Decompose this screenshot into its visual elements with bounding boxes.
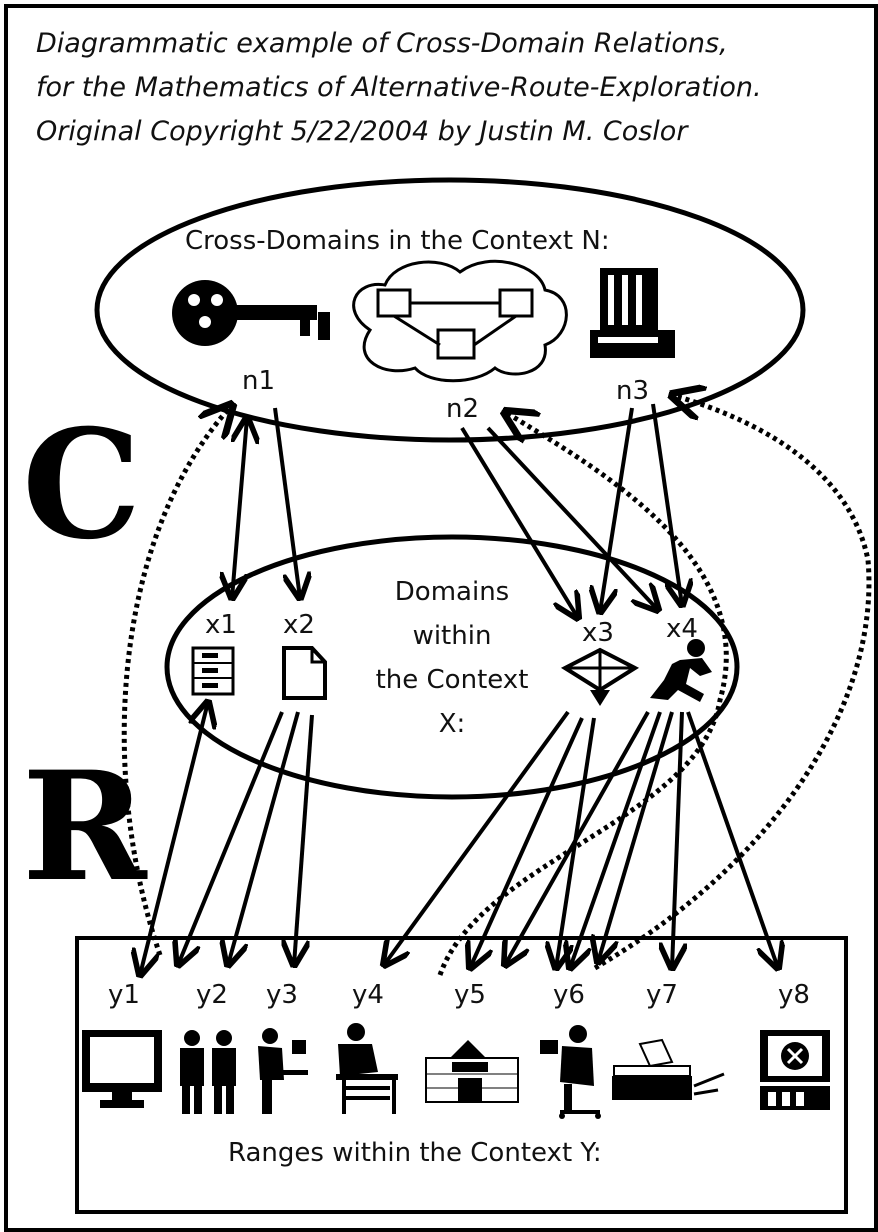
letter-c: C <box>22 397 142 573</box>
context-x-label-line-4: X: <box>438 709 466 739</box>
title-line-1: Diagrammatic example of Cross-Domain Rel… <box>36 28 728 59</box>
context-n-ellipse <box>94 177 806 443</box>
computer-terminal-icon <box>760 1030 830 1110</box>
arrow-n1-x1 <box>232 418 247 598</box>
arrow-n3-x3 <box>600 407 634 612</box>
node-y5-label: y5 <box>454 980 486 1010</box>
node-n3-label: n3 <box>616 376 650 406</box>
arrow-x4-y6b <box>598 711 674 962</box>
person-at-desk-icon <box>258 1028 308 1114</box>
arrow-x1-y1 <box>140 702 208 975</box>
node-x3-label: x3 <box>582 618 614 648</box>
arrow-x2-y1 <box>178 711 284 965</box>
title-line-2: for the Mathematics of Alternative-Route… <box>36 72 762 103</box>
letter-r: R <box>22 739 147 915</box>
running-person-icon <box>650 639 712 702</box>
printer-icon <box>612 1038 725 1100</box>
arrow-x4-y7 <box>672 711 682 968</box>
server-tower-icon <box>590 268 675 358</box>
arrow-x4-y5 <box>505 711 650 965</box>
context-x-label-line-1: Domains <box>394 577 510 607</box>
node-y4-label: y4 <box>352 980 384 1010</box>
context-n-label: Cross-Domains in the Context N: <box>185 226 610 256</box>
context-x-ellipse <box>164 534 740 800</box>
node-y6-label: y6 <box>553 980 585 1010</box>
dotted-arrow-y6-n3 <box>593 395 872 971</box>
node-y8-label: y8 <box>778 980 810 1010</box>
node-y3-label: y3 <box>266 980 298 1010</box>
business-people-icon <box>180 1030 236 1114</box>
node-x1-label: x1 <box>205 610 237 640</box>
node-x2-label: x2 <box>283 610 315 640</box>
dotted-relations <box>121 395 872 976</box>
arrow-x2-y3 <box>294 714 314 965</box>
context-x-label-line-3: the Context <box>375 665 529 695</box>
person-laptop-icon <box>540 1025 601 1119</box>
arrow-x2-y2 <box>228 711 300 965</box>
arrow-n3-x4 <box>651 403 682 605</box>
node-y7-label: y7 <box>646 980 678 1010</box>
arrow-n1-x2 <box>273 407 300 598</box>
node-n1-label: n1 <box>242 366 276 396</box>
monitor-icon <box>82 1030 162 1108</box>
dotted-arrow-y5-n2 <box>437 412 729 976</box>
filing-cabinet-icon <box>191 646 235 696</box>
arrow-x4-y8 <box>686 711 778 968</box>
context-y-label: Ranges within the Context Y: <box>228 1138 602 1168</box>
satellite-dish-icon <box>560 647 640 706</box>
diagram-title: Diagrammatic example of Cross-Domain Rel… <box>36 22 762 154</box>
arrow-n2-x3 <box>460 426 578 618</box>
arrow-x3-y5 <box>470 717 584 968</box>
key-icon <box>172 280 330 346</box>
network-cloud-icon <box>352 259 568 383</box>
arrow-x4-y6 <box>570 711 662 968</box>
arrow-n2-x4 <box>486 426 658 610</box>
office-worker-icon <box>336 1023 398 1114</box>
solid-relations <box>140 403 778 975</box>
node-n2-label: n2 <box>446 394 480 424</box>
title-line-3: Original Copyright 5/22/2004 by Justin M… <box>36 116 688 147</box>
node-y1-label: y1 <box>108 980 140 1010</box>
node-x4-label: x4 <box>666 614 698 644</box>
node-y2-label: y2 <box>196 980 228 1010</box>
diagram-frame <box>4 4 878 1232</box>
context-x-label-line-2: within <box>412 621 492 651</box>
document-icon <box>282 646 327 700</box>
context-x-label: Domains within the Context X: <box>352 570 552 746</box>
arrow-x3-y4 <box>384 710 570 965</box>
building-icon <box>425 1040 519 1103</box>
